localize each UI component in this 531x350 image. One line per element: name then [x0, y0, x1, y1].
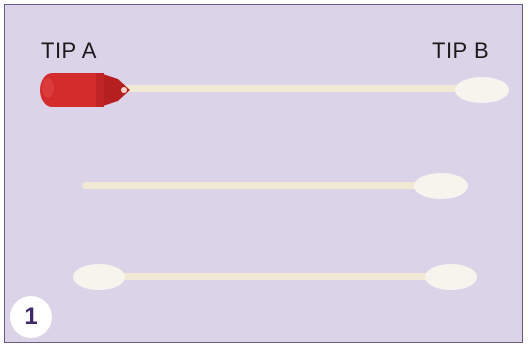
swab-two-cotton-tips-icon: [73, 264, 477, 290]
tip-a-label: TIP A: [41, 38, 97, 63]
cotton-tip-right: [425, 264, 477, 290]
red-cap-icon: [40, 73, 130, 107]
step-number: 1: [24, 303, 38, 330]
swab-stick: [98, 273, 453, 280]
swab-with-red-cap-icon: [40, 73, 509, 107]
step-number-badge: 1: [10, 296, 52, 338]
cotton-tip-b: [455, 77, 509, 103]
swab-one-cotton-tip-icon: [82, 173, 468, 199]
swab-stick: [110, 85, 475, 92]
tip-b-label: TIP B: [432, 38, 490, 63]
cotton-tip-left: [73, 264, 125, 290]
cotton-tip: [414, 173, 468, 199]
swab-stick: [82, 182, 442, 189]
